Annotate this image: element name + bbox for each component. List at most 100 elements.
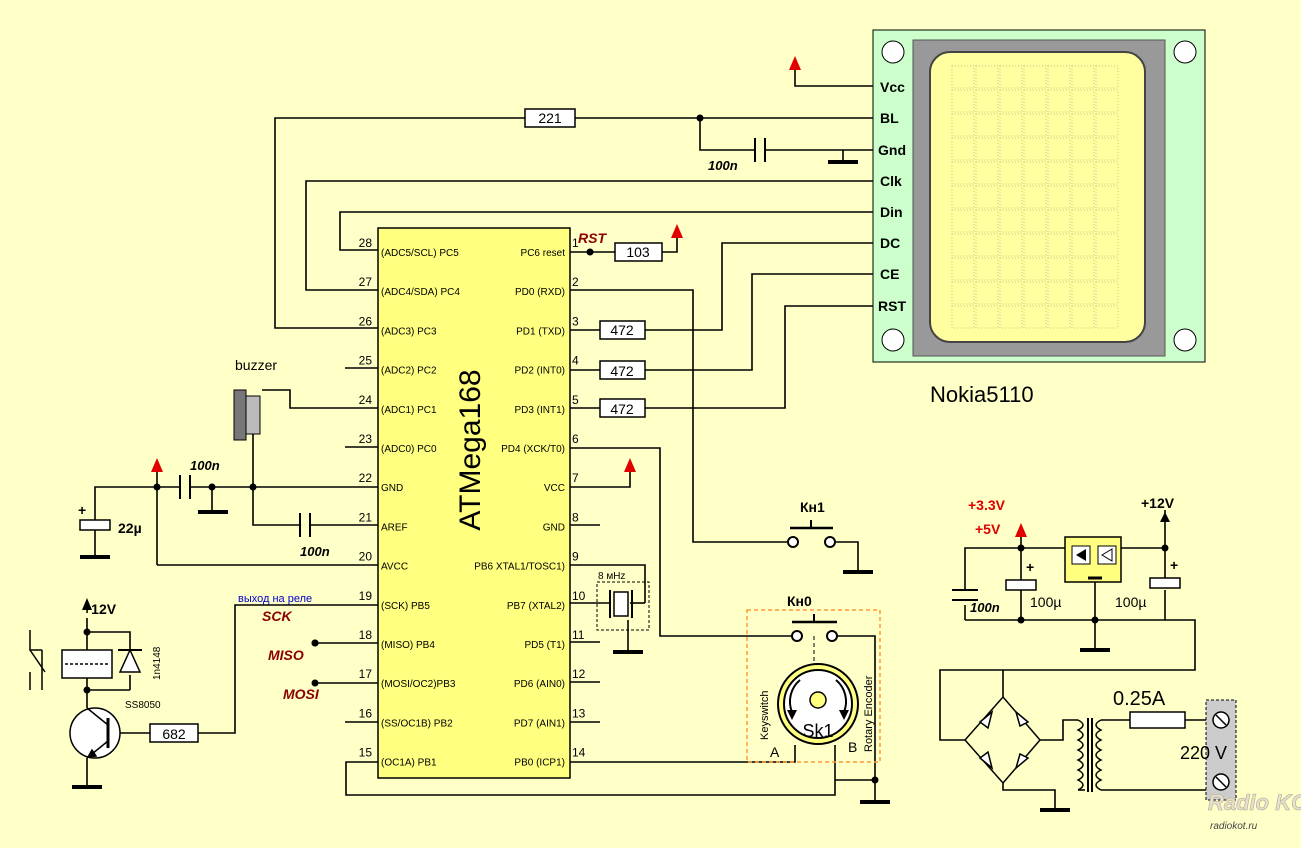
lcd-pin-gnd: Gnd bbox=[878, 142, 906, 158]
mcu-pin-label-right: PB6 XTAL1/TOSC1) bbox=[474, 562, 565, 573]
lcd-pin-din: Din bbox=[880, 204, 903, 220]
mcu-pin-label-right: PD5 (T1) bbox=[524, 640, 565, 651]
fuse bbox=[1129, 711, 1186, 729]
crystal bbox=[596, 581, 650, 631]
lcd-pin-clk: Clk bbox=[880, 173, 902, 189]
lcd-pin-rst: RST bbox=[878, 298, 906, 314]
lcd-module bbox=[872, 29, 1206, 363]
mcu-pin-label-left: (ADC3) PC3 bbox=[381, 326, 437, 337]
mcu-pin-label-right: VCC bbox=[544, 483, 565, 494]
lcd-pin-labels: Vcc BL Gnd Clk Din DC CE RST bbox=[878, 79, 906, 314]
buzzer bbox=[233, 389, 261, 441]
v12-relay-label: +12V bbox=[83, 601, 117, 617]
lcd-pin-vcc: Vcc bbox=[880, 79, 905, 95]
mcu-pin-label-left: (SS/OC1B) PB2 bbox=[381, 718, 453, 729]
transistor-ss8050 bbox=[69, 707, 121, 759]
lcd-pin-dc: DC bbox=[880, 235, 900, 251]
mcu-pin-label-left: (SCK) PB5 bbox=[381, 601, 430, 612]
mcu-pin-number-left: 20 bbox=[359, 550, 373, 564]
mcu-pin-label-right: GND bbox=[543, 522, 565, 533]
mcu-pin-number-left: 24 bbox=[359, 393, 373, 407]
cap-ps2-plus: + bbox=[1026, 559, 1034, 575]
cap-gnd-label: 100n bbox=[190, 458, 220, 473]
mains-label: 220 V bbox=[1180, 743, 1227, 763]
mcu-pin-number-left: 19 bbox=[359, 589, 373, 603]
lcd-pin-bl: BL bbox=[880, 110, 899, 126]
crystal-label: 8 мHz bbox=[598, 571, 625, 582]
diode-1n4148 bbox=[118, 648, 142, 673]
mcu-pin-label-left: (MISO) PB4 bbox=[381, 640, 435, 651]
v12-ps-label: +12V bbox=[1141, 495, 1175, 511]
mcu-pin-label-left: (ADC1) PC1 bbox=[381, 405, 437, 416]
v33-label: +3.3V bbox=[968, 497, 1006, 513]
resistor-221-label: 221 bbox=[538, 110, 562, 126]
mcu-pin-label-right: PD7 (AIN1) bbox=[514, 718, 565, 729]
mosi-label: MOSI bbox=[283, 686, 320, 702]
encoder-label: Sk1 bbox=[802, 721, 833, 741]
encoder-block bbox=[746, 609, 881, 763]
resistor-103 bbox=[614, 242, 663, 262]
fuse-label: 0.25A bbox=[1113, 688, 1166, 710]
kn0-label: Кн0 bbox=[787, 593, 812, 609]
mcu-pin-number-right: 7 bbox=[572, 471, 579, 485]
mcu-pin-label-right: PD1 (TXD) bbox=[516, 326, 565, 337]
mcu-pin-number-left: 15 bbox=[359, 746, 373, 760]
mcu-pin-number-right: 3 bbox=[572, 314, 579, 328]
cap-ps3-label: 100µ bbox=[1115, 594, 1146, 610]
watermark: Radio KOT bbox=[1208, 790, 1301, 815]
mcu-pin-label-right: PD3 (INT1) bbox=[514, 405, 565, 416]
encoder-a-label: A bbox=[770, 744, 780, 760]
resistor-472-a-label: 472 bbox=[610, 322, 634, 338]
transistor-label: SS8050 bbox=[125, 700, 161, 711]
cap-aref-label: 100n bbox=[300, 544, 330, 559]
bridge-rectifier bbox=[963, 695, 1041, 785]
lcd-pixel-grid bbox=[951, 65, 1119, 329]
resistor-472-a bbox=[599, 320, 646, 340]
v12-ps-arrow bbox=[1160, 512, 1170, 522]
transformer bbox=[1076, 718, 1103, 792]
ground-symbols bbox=[72, 160, 1110, 812]
relay-note: выход на реле bbox=[238, 593, 312, 605]
sck-label: SCK bbox=[262, 608, 292, 624]
mcu-pin-number-right: 1 bbox=[572, 236, 579, 250]
mcu-pin-number-right: 6 bbox=[572, 432, 579, 446]
mcu-pin-number-right: 12 bbox=[572, 667, 586, 681]
mcu-name: ATMega168 bbox=[454, 369, 487, 530]
mcu-pin-label-right: PD0 (RXD) bbox=[515, 287, 565, 298]
mcu-pin-label-left: (ADC4/SDA) PC4 bbox=[381, 287, 460, 298]
resistor-221 bbox=[524, 108, 576, 128]
rst-label: RST bbox=[578, 230, 607, 246]
lcd-name: Nokia5110 bbox=[930, 382, 1034, 407]
cap-22u-label: 22µ bbox=[118, 520, 142, 536]
mcu-chip: ATMega168 bbox=[377, 227, 571, 779]
mcu-pin-label-left: (MOSI/OC2)PB3 bbox=[381, 679, 456, 690]
mcu-pin-number-right: 5 bbox=[572, 393, 579, 407]
mcu-pin-number-left: 16 bbox=[359, 706, 373, 720]
resistors: 221 103 472 472 472 682 bbox=[149, 108, 663, 743]
mcu-pin-number-left: 27 bbox=[359, 275, 373, 289]
v5-label: +5V bbox=[975, 521, 1001, 537]
mcu-pin-number-left: 21 bbox=[359, 510, 373, 524]
mcu-pin-number-left: 18 bbox=[359, 628, 373, 642]
mcu-pin-number-left: 17 bbox=[359, 667, 373, 681]
mcu-pin-label-right: PD2 (INT0) bbox=[514, 366, 565, 377]
mcu-pin-number-right: 9 bbox=[572, 550, 579, 564]
wires bbox=[86, 68, 1213, 808]
mcu-pin-number-left: 25 bbox=[359, 354, 373, 368]
mcu-pin-number-right: 10 bbox=[572, 589, 586, 603]
mcu-pin-number-left: 26 bbox=[359, 314, 373, 328]
cap-bl-label: 100n bbox=[708, 158, 738, 173]
voltage-regulator bbox=[1064, 536, 1122, 583]
lcd-pin-ce: CE bbox=[880, 266, 899, 282]
button-kn1 bbox=[787, 520, 836, 548]
resistor-472-c bbox=[599, 398, 646, 418]
keyswitch-label: Keyswitch bbox=[759, 690, 771, 740]
kn1-label: Кн1 bbox=[800, 499, 825, 515]
miso-label: MISO bbox=[268, 647, 304, 663]
mcu-pin-label-left: (ADC5/SCL) PC5 bbox=[381, 248, 459, 259]
mcu-pin-number-right: 13 bbox=[572, 706, 586, 720]
v12-relay-arrow bbox=[82, 598, 92, 610]
mcu-pin-number-right: 11 bbox=[572, 628, 585, 642]
